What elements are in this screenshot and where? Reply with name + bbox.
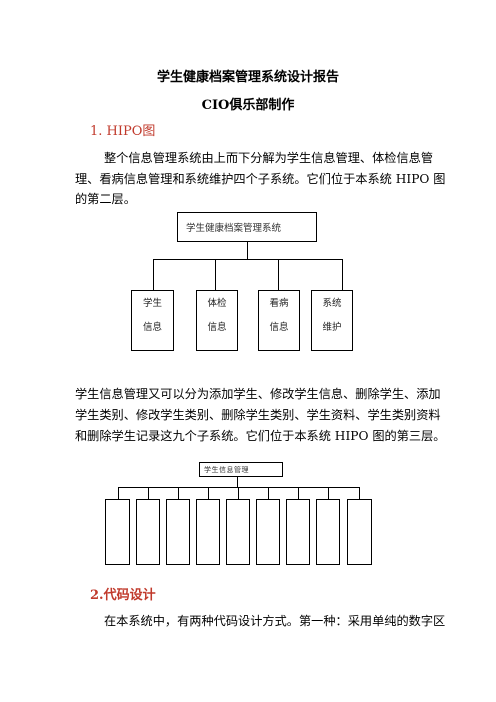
paragraph-1-line-3: 的第二层。 xyxy=(75,192,136,206)
diagram-child-box-exam: 体检 信息 xyxy=(196,290,238,351)
connector-line xyxy=(268,487,269,499)
diagram2-child-box xyxy=(316,499,340,565)
diagram2-child-box xyxy=(105,499,130,565)
connector-line xyxy=(118,487,119,499)
diagram2-child-box xyxy=(256,499,280,565)
connector-line xyxy=(215,259,216,290)
diagram-child-label: 信息 xyxy=(269,322,289,333)
connector-line xyxy=(342,259,343,290)
paragraph-2-line-1: 学生信息管理又可以分为添加学生、修改学生信息、删除学生、添加 xyxy=(75,387,441,401)
document-title: 学生健康档案管理系统设计报告 xyxy=(156,70,339,85)
diagram-child-label: 系统 xyxy=(322,298,342,309)
diagram2-child-box xyxy=(196,499,220,565)
diagram-child-box-visit: 看病 信息 xyxy=(258,290,300,351)
diagram2-child-box xyxy=(347,499,372,565)
connector-line xyxy=(118,487,360,488)
diagram2-child-box xyxy=(226,499,250,565)
diagram2-root-box: 学生信息管理 xyxy=(199,462,283,477)
paragraph-2-line-2: 学生类别、修改学生类别、删除学生类别、学生资料、学生类别资料 xyxy=(75,408,441,422)
connector-line xyxy=(238,487,239,499)
paragraph-2-line-3: 和删除学生记录这九个子系统。它们位于本系统 HIPO 图的第三层。 xyxy=(75,429,446,443)
diagram2-child-box xyxy=(166,499,190,565)
connector-line xyxy=(359,487,360,499)
diagram2-root-label: 学生信息管理 xyxy=(204,466,249,474)
connector-line xyxy=(247,242,248,259)
connector-line xyxy=(278,259,279,290)
section-heading-code-design: 2.代码设计 xyxy=(90,588,156,603)
diagram-child-label: 学生 xyxy=(142,298,162,309)
paragraph-3-line-1: 在本系统中，有两种代码设计方式。第一种：采用单纯的数字区 xyxy=(104,614,446,628)
connector-line xyxy=(153,259,154,290)
connector-line xyxy=(148,487,149,499)
diagram-root-label: 学生健康档案管理系统 xyxy=(186,223,282,234)
diagram-child-label: 体检 xyxy=(207,298,227,309)
diagram2-child-box xyxy=(286,499,310,565)
section-heading-hipo: 1. HIPO图 xyxy=(90,124,156,139)
diagram-child-label: 看病 xyxy=(269,298,289,309)
document-subtitle: CIO俱乐部制作 xyxy=(201,98,295,113)
paragraph-1-line-1: 整个信息管理系统由上而下分解为学生信息管理、体检信息管 xyxy=(104,151,434,165)
diagram-child-box-student: 学生 信息 xyxy=(131,290,174,351)
connector-line xyxy=(178,487,179,499)
connector-line xyxy=(237,477,238,487)
diagram-child-label: 信息 xyxy=(207,322,227,333)
diagram-root-box: 学生健康档案管理系统 xyxy=(177,212,317,242)
diagram-child-label: 信息 xyxy=(142,322,162,333)
connector-line xyxy=(328,487,329,499)
diagram-child-label: 维护 xyxy=(322,322,342,333)
diagram-child-box-maintenance: 系统 维护 xyxy=(311,290,353,351)
connector-line xyxy=(208,487,209,499)
diagram2-child-box xyxy=(136,499,160,565)
connector-line xyxy=(298,487,299,499)
paragraph-1-line-2: 理、看病信息管理和系统维护四个子系统。它们位于本系统 HIPO 图 xyxy=(75,172,446,186)
connector-line xyxy=(153,259,343,260)
